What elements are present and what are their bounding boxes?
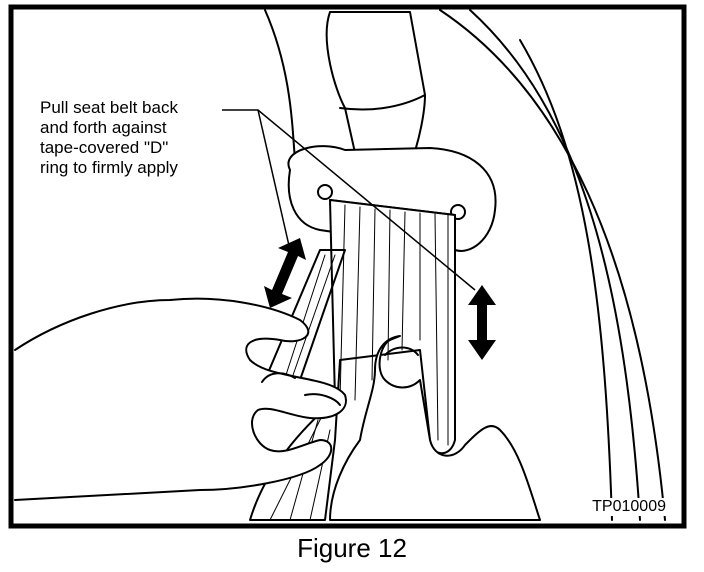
callout-instruction: Pull seat belt back and forth against ta… <box>38 98 180 178</box>
double-headed-arrow-icon <box>468 285 496 360</box>
figure-caption: Figure 12 <box>297 533 407 563</box>
reference-code: TP010009 <box>590 498 668 516</box>
right-hand <box>329 335 541 521</box>
d-ring-bolt-left <box>317 184 333 200</box>
left-hand <box>14 297 347 501</box>
leader-line-2 <box>257 109 291 251</box>
figure-frame <box>8 4 687 529</box>
double-headed-arrow-icon <box>264 238 306 308</box>
pillar-edge <box>519 39 613 521</box>
d-ring-bolt-right <box>450 204 466 220</box>
pillar-curve-inner <box>469 9 641 521</box>
pillar-curve <box>439 9 666 521</box>
